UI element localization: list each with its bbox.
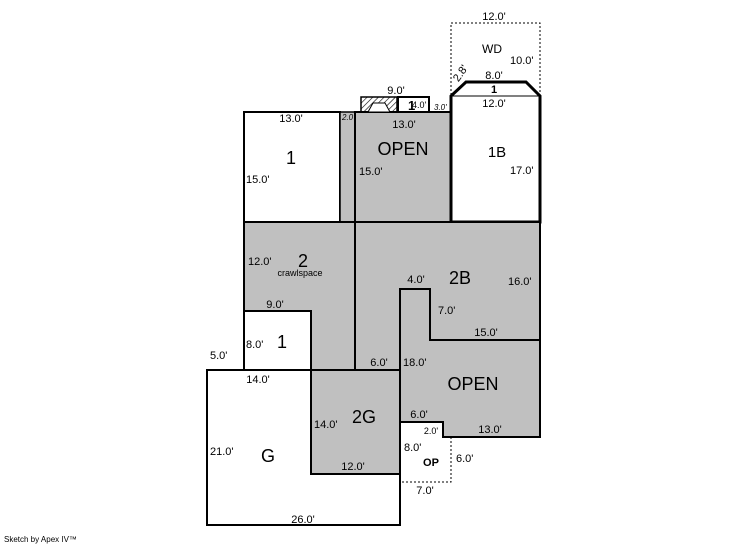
room-label: OP xyxy=(423,457,439,469)
room-label: OPEN xyxy=(377,139,428,159)
room-label: 2B xyxy=(449,268,471,288)
dimension-label: 16.0' xyxy=(508,276,532,288)
dimension-label: 6.0' xyxy=(410,409,427,421)
dimension-label: 12.0' xyxy=(482,98,506,110)
dimension-label: 9.0' xyxy=(266,299,283,311)
room-label: 2G xyxy=(352,407,376,427)
dimension-label: 14.0' xyxy=(246,374,270,386)
room-label: 2 xyxy=(298,251,308,271)
dimension-label: 12.0' xyxy=(482,11,506,23)
garage-2g xyxy=(310,369,401,475)
dimension-label: 8.0' xyxy=(246,339,263,351)
dimension-label: 13.0' xyxy=(392,119,416,131)
room-label: 1 xyxy=(277,332,287,352)
dimension-label: 15.0' xyxy=(359,166,383,178)
dimension-label: 8.0' xyxy=(485,70,502,82)
dimension-label: 17.0' xyxy=(510,165,534,177)
dimension-label: 2.0' xyxy=(424,426,439,436)
dimension-label: 6.0' xyxy=(370,357,387,369)
dimension-label: 10.0' xyxy=(510,55,534,67)
room-label: 1 xyxy=(286,148,296,168)
dimension-label: 15.0' xyxy=(246,174,270,186)
dimension-label: 12.0' xyxy=(248,256,272,268)
dimension-label: 6.0' xyxy=(456,453,473,465)
room-1-upper xyxy=(243,111,341,223)
sketch-credit: Sketch by Apex IV™ xyxy=(4,535,77,544)
dimension-label: 7.0' xyxy=(416,485,433,497)
room-label: 1B xyxy=(488,144,506,161)
dimension-label: 14.0' xyxy=(314,419,338,431)
open-upper-room xyxy=(354,111,452,223)
dimension-label: 2.0' xyxy=(341,113,355,122)
room-sublabel: crawlspace xyxy=(277,268,322,278)
dimension-label: 8.0' xyxy=(404,442,421,454)
dimension-label: 21.0' xyxy=(210,446,234,458)
room-label: WD xyxy=(482,42,502,56)
wd-area xyxy=(450,22,541,97)
room-label: 1 xyxy=(491,84,497,96)
dimension-label: 4.0' xyxy=(412,100,427,110)
dimension-label: 7.0' xyxy=(438,305,455,317)
small-box xyxy=(397,96,430,113)
op-porch xyxy=(400,436,452,483)
dimension-label: 9.0' xyxy=(387,85,404,97)
dimension-label: 13.0' xyxy=(478,424,502,436)
dimension-label: 3.0' xyxy=(434,103,447,112)
open-lower-room xyxy=(399,288,541,438)
dimension-label: 13.0' xyxy=(279,113,303,125)
strip-area xyxy=(339,111,356,223)
dimension-label: 26.0' xyxy=(291,514,315,526)
room-label: OPEN xyxy=(447,374,498,394)
dimension-label: 18.0' xyxy=(403,357,427,369)
room-label: 1 xyxy=(408,98,415,113)
room-1-lower xyxy=(243,310,312,371)
fireplace-icon xyxy=(360,96,398,113)
dimension-label: 4.0' xyxy=(407,274,424,286)
dimension-label: 5.0' xyxy=(210,350,227,362)
dimension-label: 15.0' xyxy=(474,327,498,339)
room-label: G xyxy=(261,446,275,466)
dimension-label: 12.0' xyxy=(341,461,365,473)
